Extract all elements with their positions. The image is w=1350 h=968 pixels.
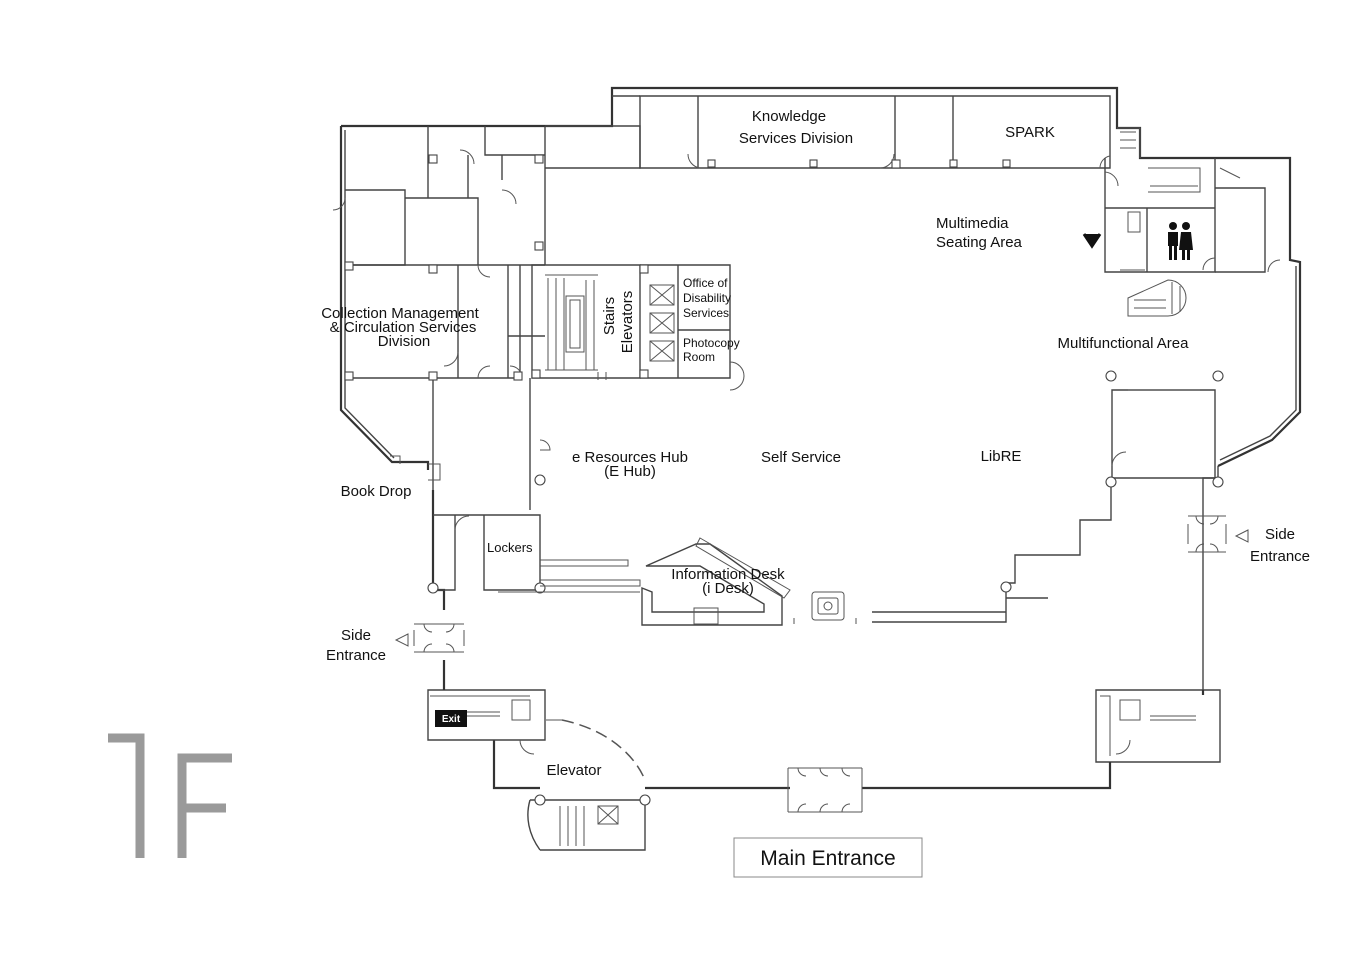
label-knowledge-line2: Services Division [739, 130, 853, 147]
label-lockers: Lockers [487, 540, 533, 555]
central-core [531, 264, 745, 391]
label-elevators: Elevators [619, 291, 636, 354]
restroom-icon [1168, 222, 1193, 260]
label-knowledge-line1: Knowledge [752, 108, 826, 125]
label-multifunctional: Multifunctional Area [1058, 335, 1190, 352]
side-entrance-left-doors[interactable] [394, 623, 465, 653]
label-book-drop: Book Drop [341, 483, 412, 500]
lockers-area [427, 378, 641, 594]
bottom-right-stairs [1100, 695, 1196, 756]
main-entrance-label-box[interactable]: Main Entrance [733, 837, 923, 878]
label-collection-line1: Collection Management [321, 305, 479, 322]
label-disability-line2: Disability [683, 291, 731, 305]
top-rooms [545, 95, 1141, 169]
side-entrance-right-doors[interactable] [1187, 515, 1249, 553]
label-eresources-line2: (E Hub) [604, 463, 656, 480]
map-labels: Knowledge Services Division SPARK Multim… [321, 108, 1310, 779]
label-disability-line1: Office of [683, 276, 728, 290]
label-stairs: Stairs [601, 297, 618, 335]
label-info-desk-line1: Information Desk [671, 566, 785, 583]
label-photocopy-line1: Photocopy [683, 336, 740, 350]
label-elevator: Elevator [546, 762, 601, 779]
left-wing-rooms [332, 126, 546, 490]
exit-sign: Exit [435, 710, 467, 727]
label-libre: LibRE [981, 448, 1022, 465]
label-multimedia-line1: Multimedia [936, 215, 1009, 232]
right-core [1104, 158, 1281, 317]
label-collection-line3: Division [378, 333, 431, 350]
building-outline [339, 86, 1302, 790]
label-side-entrance-left-line2: Entrance [326, 647, 386, 664]
label-collection-line2: & Circulation Services [330, 319, 477, 336]
label-info-desk-line2: (i Desk) [702, 580, 754, 597]
label-multimedia-line2: Seating Area [936, 234, 1023, 251]
information-desk [641, 537, 857, 626]
label-spark: SPARK [1005, 124, 1055, 141]
accessible-toilet-icon [1082, 233, 1102, 249]
exit-label: Exit [442, 714, 461, 725]
label-side-entrance-right-line1: Side [1265, 526, 1295, 543]
label-disability-line3: Services [683, 306, 729, 320]
label-eresources-line1: e Resources Hub [572, 449, 688, 466]
floor-number: 1F [108, 733, 232, 858]
label-side-entrance-left-line1: Side [341, 627, 371, 644]
right-room [872, 370, 1224, 623]
main-entrance-doors[interactable] [787, 767, 863, 813]
label-self-service: Self Service [761, 449, 841, 466]
label-photocopy-line2: Room [683, 350, 715, 364]
label-main-entrance: Main Entrance [760, 847, 895, 870]
label-side-entrance-right-line2: Entrance [1250, 548, 1310, 565]
